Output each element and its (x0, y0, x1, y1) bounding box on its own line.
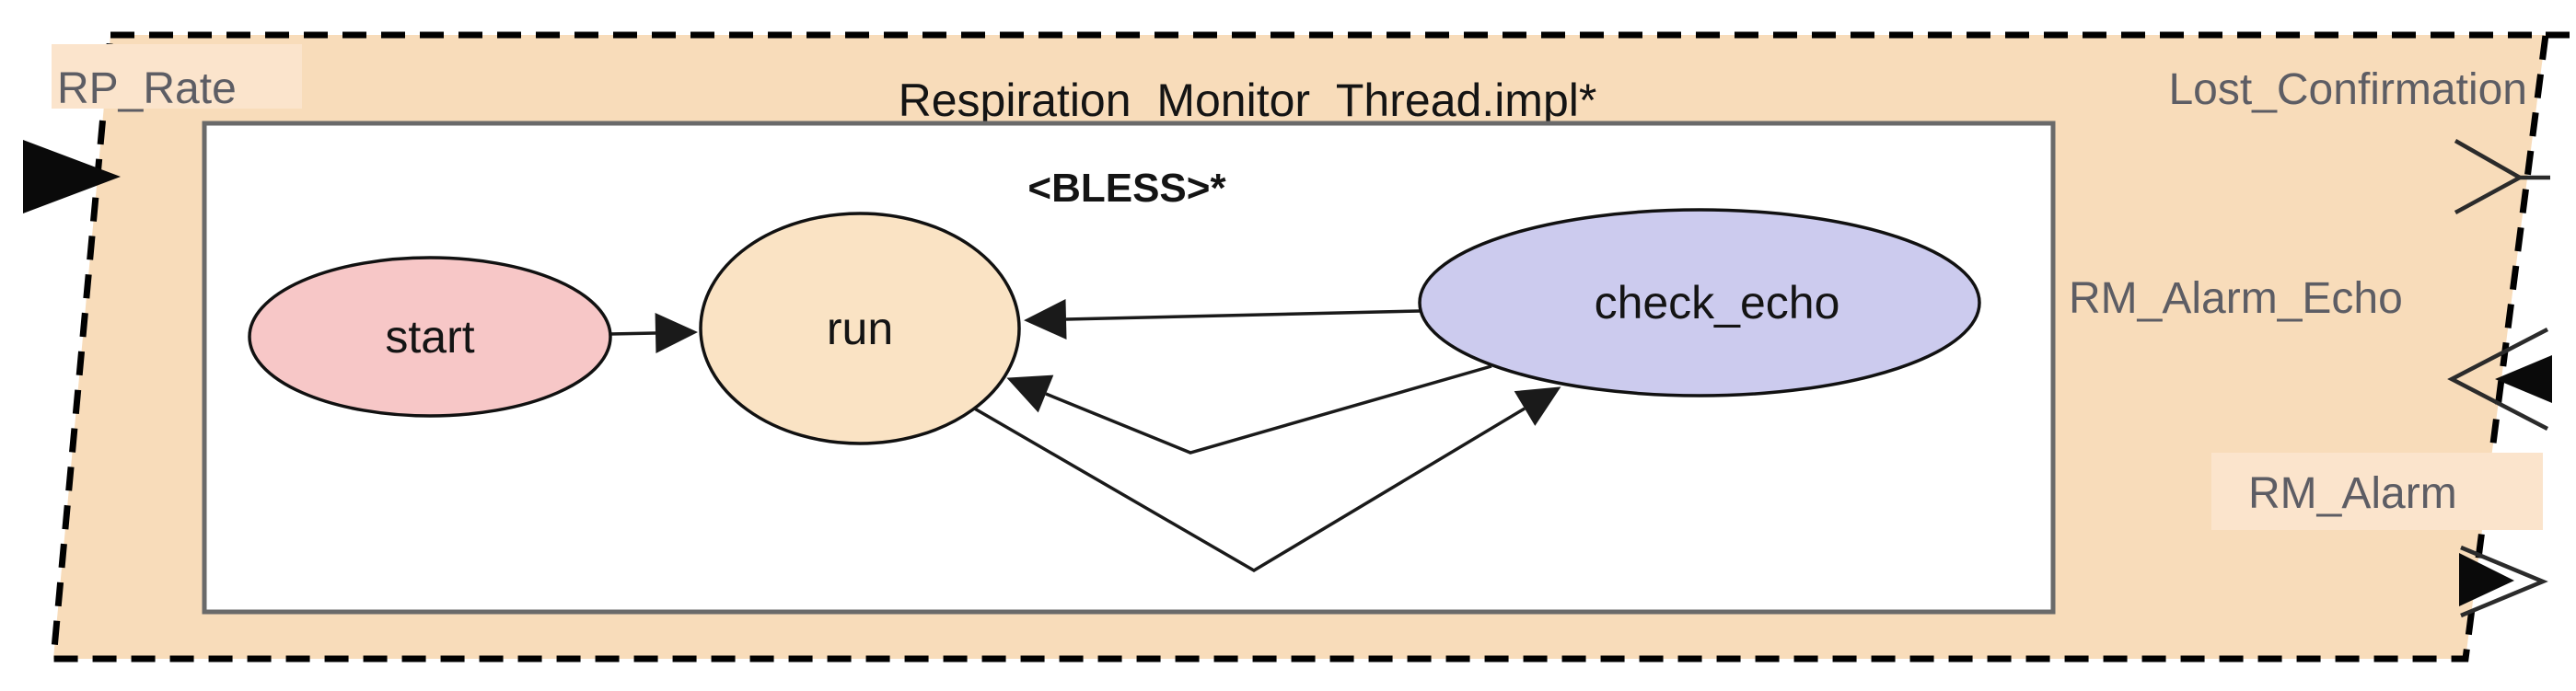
state-run-label: run (827, 303, 893, 354)
out-data-port-filled-arrow-icon (2459, 553, 2514, 606)
component-title[interactable]: Respiration_Monitor_Thread.impl* (899, 75, 1597, 126)
rm-alarm-echo-in-event-data-port-icon[interactable] (2447, 328, 2552, 431)
rm-alarm-out-event-data-port-icon[interactable] (2459, 545, 2548, 618)
port-label-rm-alarm-echo[interactable]: RM_Alarm_Echo (2069, 274, 2403, 323)
out-event-port-open-arrow-icon (2460, 545, 2548, 618)
state-start-label: start (385, 311, 474, 363)
state-run[interactable]: run (699, 212, 1021, 445)
in-event-port-open-arrow-icon (2447, 328, 2549, 431)
state-check-echo-label: check_echo (1595, 277, 1840, 328)
rm-alarm-label-highlight (2211, 453, 2543, 530)
transition-check-echo-to-run-lower-v[interactable] (1006, 364, 1492, 455)
state-check-echo[interactable]: check_echo (1418, 208, 1981, 397)
annex-label[interactable]: <BLESS>* (1027, 166, 1226, 211)
lost-confirmation-out-event-port-icon[interactable] (2454, 139, 2550, 214)
transition-run-to-check-echo-lower-v[interactable] (970, 386, 1561, 573)
state-check-echo-ellipse[interactable] (1418, 208, 1981, 397)
in-data-port-filled-arrow-icon (2495, 355, 2552, 403)
state-start[interactable]: start (248, 256, 612, 418)
transition-start-to-run[interactable] (609, 313, 698, 353)
port-label-lost-confirmation[interactable]: Lost_Confirmation (2168, 65, 2527, 114)
rp-rate-label-highlight (52, 44, 302, 109)
state-run-ellipse[interactable] (699, 212, 1021, 445)
port-label-rp-rate[interactable]: RP_Rate (57, 64, 237, 113)
rp-rate-in-data-port-icon[interactable] (23, 140, 121, 213)
transition-check-echo-to-run-straight[interactable] (1024, 299, 1421, 340)
port-label-rm-alarm[interactable]: RM_Alarm (2248, 469, 2457, 518)
state-start-ellipse[interactable] (248, 256, 612, 418)
in-data-port-arrow-icon (23, 140, 121, 213)
